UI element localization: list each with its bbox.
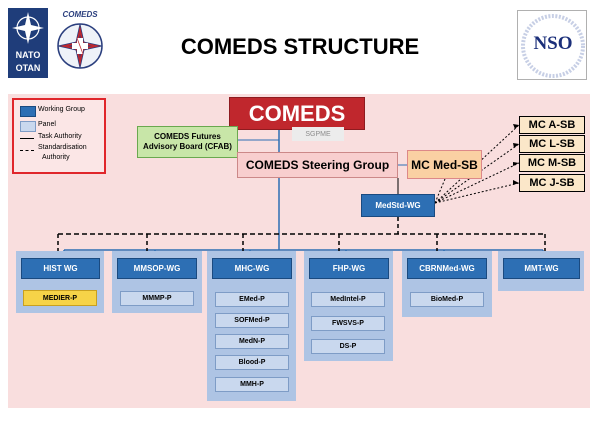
nato-compass-icon <box>12 12 44 44</box>
panel-node: MedN-P <box>215 334 289 349</box>
panel-node: BioMed-P <box>410 292 484 307</box>
working-group-node: MHC-WG <box>212 258 292 279</box>
comeds-node: COMEDS <box>229 97 365 130</box>
panel-node: DS-P <box>311 339 385 354</box>
working-group-node: MMSOP-WG <box>117 258 197 279</box>
legend-panel-swatch <box>20 121 36 132</box>
page-title: COMEDS STRUCTURE <box>180 34 420 59</box>
legend-standardisation-label-1: Standardisation <box>38 144 87 151</box>
nso-logo-text: NSO <box>533 33 573 54</box>
panel-node: MedIntel-P <box>311 292 385 307</box>
sgpme-node: SGPME <box>292 127 344 141</box>
mc-board-node: MC M-SB <box>519 154 585 172</box>
panel-node: EMed-P <box>215 292 289 307</box>
mc-board-node: MC A-SB <box>519 116 585 134</box>
legend-task-authority-label: Task Authority <box>38 133 82 140</box>
comeds-logo-text: COMEDS <box>62 10 98 19</box>
nso-logo: NSO <box>517 10 587 80</box>
comeds-emblem-icon <box>57 23 103 69</box>
legend-panel-label: Panel <box>38 121 56 128</box>
comeds-logo: COMEDS <box>50 8 110 78</box>
panel-node: FWSVS-P <box>311 316 385 331</box>
panel-node: MMMP-P <box>120 291 194 306</box>
panel-node: SOFMed-P <box>215 313 289 328</box>
panel-node: MMH-P <box>215 377 289 392</box>
medstd-wg-node: MedStd-WG <box>361 194 435 217</box>
legend-task-authority-line <box>20 138 34 139</box>
legend-working-group-label: Working Group <box>38 106 85 113</box>
mc-board-node: MC L-SB <box>519 135 585 153</box>
nso-ring-icon <box>521 14 585 78</box>
cfab-node: COMEDS Futures Advisory Board (CFAB) <box>137 126 238 158</box>
legend-working-group-swatch <box>20 106 36 117</box>
mc-board-node: MC J-SB <box>519 174 585 192</box>
nato-logo: NATO OTAN <box>8 8 48 78</box>
mc-med-sb-node: MC Med-SB <box>407 150 482 179</box>
working-group-node: FHP-WG <box>309 258 389 279</box>
working-group-node: MMT-WG <box>503 258 580 279</box>
working-group-node: CBRNMed-WG <box>407 258 487 279</box>
working-group-node: HIST WG <box>21 258 100 279</box>
panel-node: MEDIER-P <box>23 290 97 306</box>
panel-node: Blood-P <box>215 355 289 370</box>
legend: Working Group Panel Task Authority Stand… <box>12 98 106 174</box>
legend-standardisation-label-2: Authority <box>42 154 70 161</box>
legend-standardisation-line <box>20 150 34 151</box>
nato-logo-text: NATO <box>15 50 41 60</box>
otan-logo-text: OTAN <box>15 63 41 73</box>
steering-group-node: COMEDS Steering Group <box>237 152 398 178</box>
